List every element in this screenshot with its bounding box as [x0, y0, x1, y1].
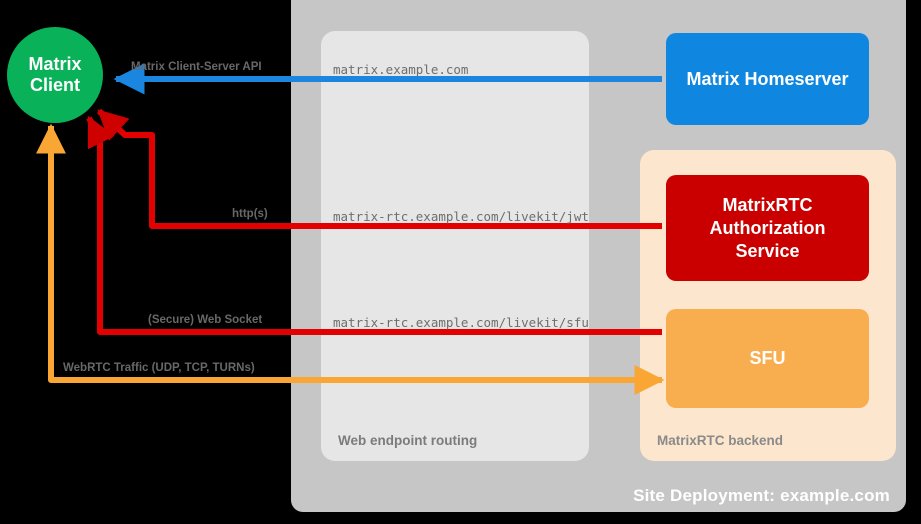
- web-endpoint-routing-panel: Web endpoint routing: [321, 31, 589, 461]
- endpoint-matrix-example-com: matrix.example.com: [333, 62, 469, 77]
- label-http-s: http(s): [232, 208, 268, 220]
- endpoint-livekit-sfu: matrix-rtc.example.com/livekit/sfu: [333, 315, 589, 330]
- endpoint-livekit-jwt: matrix-rtc.example.com/livekit/jwt: [333, 209, 589, 224]
- label-matrix-client-server-api: Matrix Client-Server API: [131, 61, 262, 73]
- matrix-homeserver-label: Matrix Homeserver: [686, 68, 849, 89]
- label-secure-web-socket: (Secure) Web Socket: [148, 314, 263, 326]
- auth-service-line3: Service: [735, 240, 800, 261]
- matrixrtc-backend-label: MatrixRTC backend: [657, 433, 784, 448]
- node-matrixrtc-authorization-service[interactable]: MatrixRTC Authorization Service: [666, 175, 869, 281]
- label-webrtc-traffic: WebRTC Traffic (UDP, TCP, TURNs): [63, 362, 255, 374]
- auth-service-line2: Authorization: [709, 217, 826, 238]
- node-matrix-client[interactable]: Matrix Client: [7, 27, 103, 123]
- node-matrix-homeserver[interactable]: Matrix Homeserver: [666, 33, 869, 125]
- matrix-client-line1: Matrix: [28, 54, 82, 74]
- auth-service-line1: MatrixRTC: [722, 194, 813, 215]
- matrix-client-line2: Client: [29, 75, 80, 95]
- sfu-label: SFU: [749, 348, 786, 368]
- web-endpoint-routing-label: Web endpoint routing: [338, 433, 478, 448]
- site-deployment-label: Site Deployment: example.com: [633, 486, 890, 505]
- node-sfu[interactable]: SFU: [666, 309, 869, 408]
